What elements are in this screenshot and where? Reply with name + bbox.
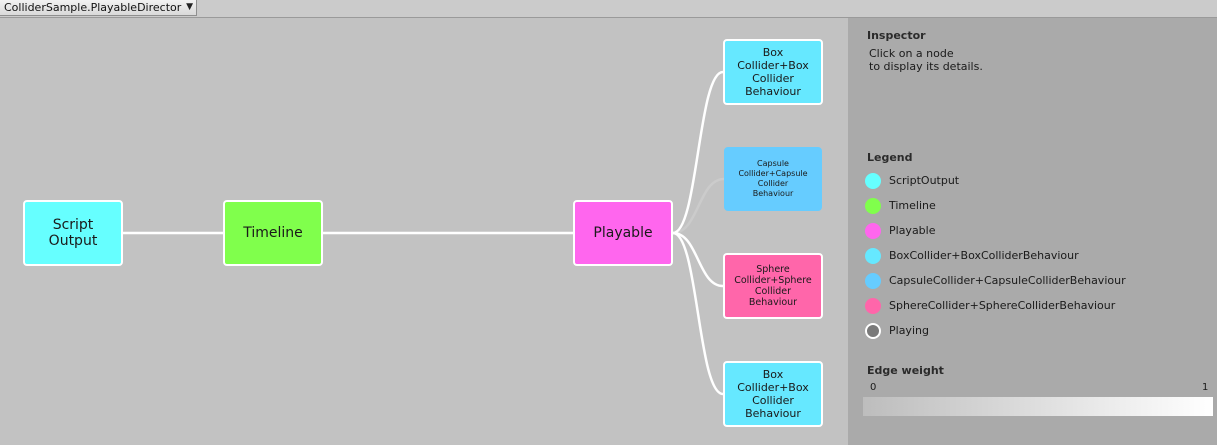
- legend-swatch: [865, 173, 881, 189]
- legend-swatch: [865, 223, 881, 239]
- toolbar: ColliderSample.PlayableDirector ▼: [0, 0, 1217, 18]
- node-label: Script Output: [48, 217, 98, 249]
- legend-swatch: [865, 298, 881, 314]
- node-label: Box Collider+Box Collider Behaviour: [737, 368, 809, 420]
- edge-weight-min: 0: [870, 382, 877, 393]
- inspector-title: Inspector: [867, 29, 926, 42]
- triangle-down-icon: ▼: [186, 2, 193, 12]
- node-label: Capsule Collider+Capsule Collider Behavi…: [738, 159, 808, 198]
- edge-weight-gradient: [863, 397, 1213, 416]
- legend-swatch: [865, 248, 881, 264]
- node-label: Box Collider+Box Collider Behaviour: [737, 46, 809, 98]
- edge-playable-box-collider-1: [672, 70, 724, 235]
- inspector-panel: Inspector Click on a node to display its…: [848, 18, 1217, 445]
- edge-playable-capsule-collider: [672, 177, 725, 235]
- node-box-collider-1[interactable]: Box Collider+Box Collider Behaviour: [723, 39, 823, 105]
- legend-swatch: [865, 198, 881, 214]
- node-box-collider-2[interactable]: Box Collider+Box Collider Behaviour: [723, 361, 823, 427]
- node-playable[interactable]: Playable: [573, 200, 673, 266]
- node-label: Timeline: [243, 225, 303, 241]
- node-timeline[interactable]: Timeline: [223, 200, 323, 266]
- legend-swatch: [865, 273, 881, 289]
- node-label: Sphere Collider+Sphere Collider Behaviou…: [734, 264, 812, 308]
- inspector-hint-line1: Click on a node: [869, 47, 954, 60]
- node-script-output[interactable]: Script Output: [23, 200, 123, 266]
- graph-edges: [123, 70, 725, 396]
- inspector-hint-line2: to display its details.: [869, 60, 983, 73]
- director-select-label: ColliderSample.PlayableDirector: [4, 1, 182, 14]
- node-label: Playable: [593, 225, 653, 241]
- edge-playable-box-collider-2: [672, 231, 724, 396]
- graph-canvas[interactable]: Script Output Timeline Playable Box Coll…: [0, 18, 848, 445]
- edge-playable-sphere-collider: [672, 231, 724, 288]
- legend-title: Legend: [867, 151, 913, 164]
- node-capsule-collider[interactable]: Capsule Collider+Capsule Collider Behavi…: [724, 147, 822, 211]
- edge-weight-title: Edge weight: [867, 364, 944, 377]
- edge-weight-max: 1: [1202, 382, 1209, 393]
- legend-swatch-playing: [865, 323, 881, 339]
- director-select[interactable]: ColliderSample.PlayableDirector ▼: [0, 0, 197, 16]
- node-sphere-collider[interactable]: Sphere Collider+Sphere Collider Behaviou…: [723, 253, 823, 319]
